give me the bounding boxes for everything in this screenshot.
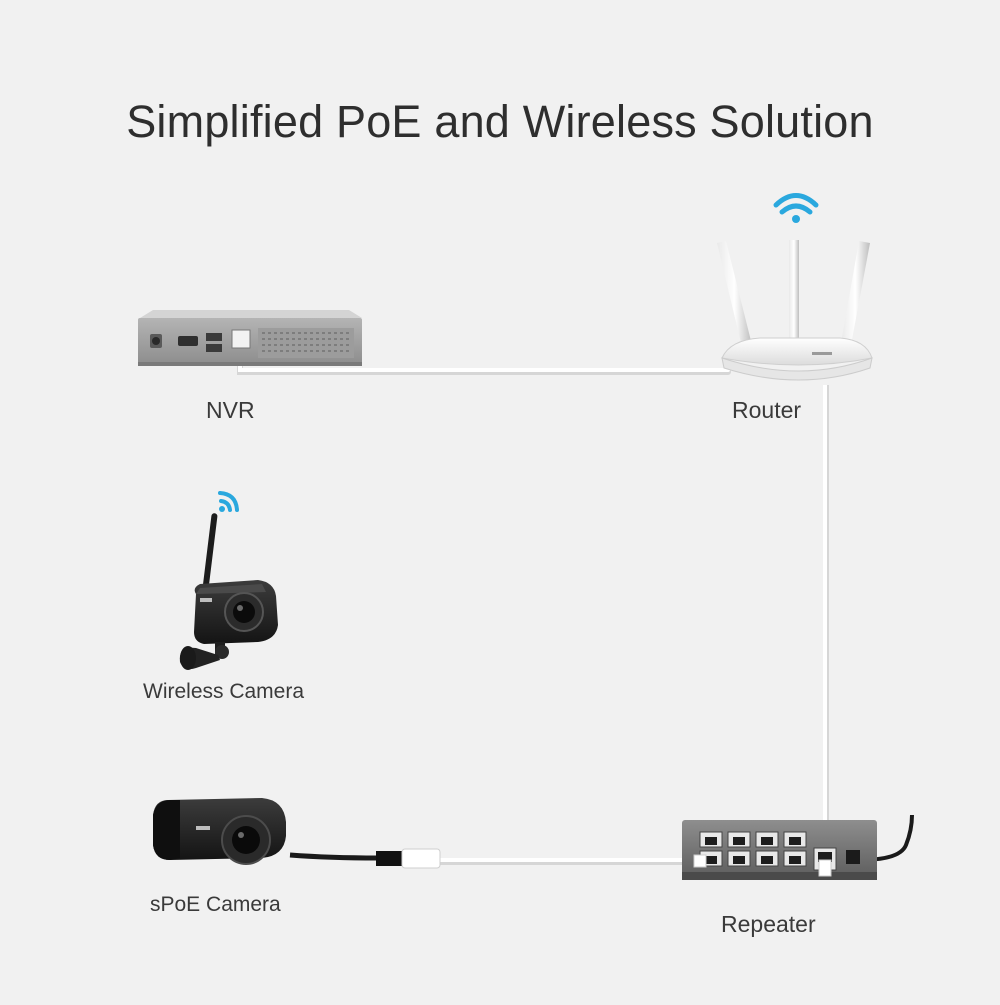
router-wifi-icon [773,193,819,223]
wireless-camera-label: Wireless Camera [143,680,305,703]
wireless-camera-wifi-icon [218,491,239,512]
spoe-camera-device [153,798,286,865]
repeater-label: Repeater [721,911,816,937]
diagram-title: Simplified PoE and Wireless Solution [126,96,874,147]
nvr-label: NVR [206,397,255,423]
nvr-device [138,310,362,366]
router-device [717,240,873,381]
wireless-camera-device [179,513,278,670]
router-label: Router [732,397,802,423]
repeater-device [682,820,877,880]
cable-router-repeater [823,385,829,860]
cable-spoe-repeater [289,848,700,869]
repeater-power-cable [859,814,914,862]
spoe-camera-label: sPoE Camera [150,893,281,916]
